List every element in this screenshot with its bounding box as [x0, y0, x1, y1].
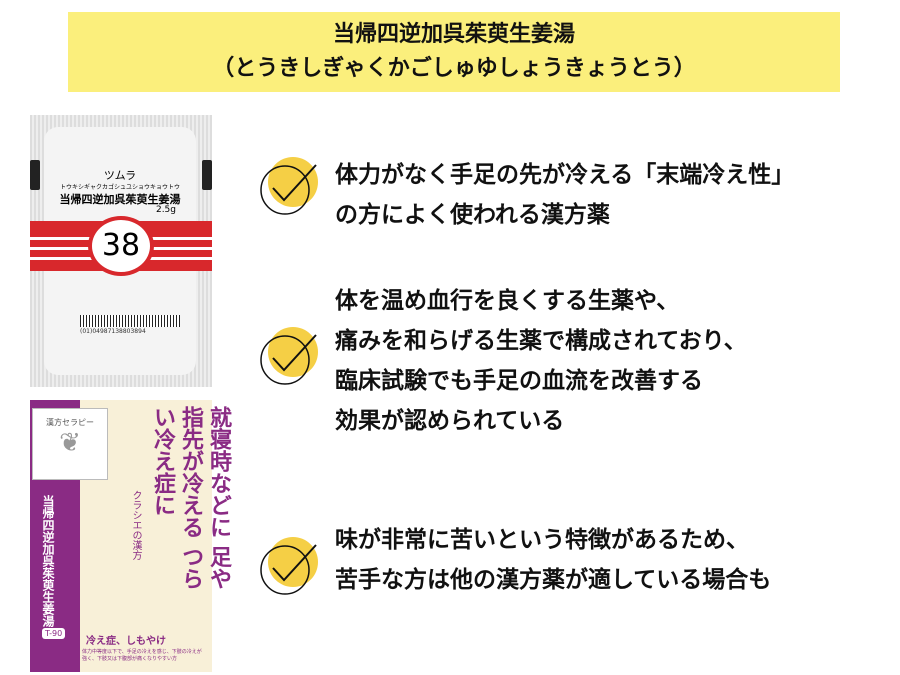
box-code: T-90	[42, 628, 66, 639]
bullet-line: 痛みを和らげる生薬で構成されており、	[335, 328, 747, 354]
title-banner: 当帰四逆加呉茱萸生姜湯 （とうきしぎゃくかごしゅゆしょうきょうとう）	[68, 12, 840, 92]
box-side-name: 当帰四逆加呉茱萸生姜湯	[41, 495, 55, 627]
tsumura-pouch-image: ツムラ トウキシギャクカゴシュユショウキョウトウ 当帰四逆加呉茱萸生姜湯 2.5…	[30, 115, 212, 387]
bullet-3: 味が非常に苦いという特徴があるため、 苦手な方は他の漢方薬が適している場合も	[335, 520, 771, 600]
pouch-dose: 2.5g	[155, 205, 176, 215]
bullet-line: 味が非常に苦いという特徴があるため、	[335, 527, 749, 553]
pouch-kana: トウキシギャクカゴシュユショウキョウトウ	[59, 184, 180, 191]
check-icon	[260, 537, 318, 595]
bullet-1: 体力がなく手足の先が冷える「末端冷え性」 の方によく使われる漢方薬	[335, 155, 794, 235]
kracie-box-image: 漢方セラピー❦ 当帰四逆加呉茱萸生姜湯 T-90 就寝時などに 足や指先が冷える…	[30, 400, 231, 672]
bullet-line: 苦手な方は他の漢方薬が適している場合も	[335, 567, 772, 593]
bullet-line: 体を温め血行を良くする生薬や、	[335, 288, 680, 314]
pouch-number: 38	[88, 216, 154, 276]
bullet-line: の方によく使われる漢方薬	[335, 202, 610, 228]
title-reading: （とうきしぎゃくかごしゅゆしょうきょうとう）	[212, 56, 696, 81]
box-indication: 冷え症、しもやけ	[86, 636, 166, 647]
barcode-number: (01)04987138803894	[80, 328, 146, 335]
box-headline: 就寝時などに 足や指先が冷える つらい冷え症に	[150, 406, 231, 590]
title-main: 当帰四逆加呉茱萸生姜湯	[332, 22, 575, 47]
bullet-line: 臨床試験でも手足の血流を改善する	[335, 368, 703, 394]
check-icon	[260, 157, 318, 215]
check-icon	[260, 327, 318, 385]
bullet-line: 効果が認められている	[335, 408, 565, 434]
pouch-maker: ツムラ	[103, 169, 137, 182]
bullet-2: 体を温め血行を良くする生薬や、 痛みを和らげる生薬で構成されており、 臨床試験で…	[335, 281, 747, 441]
box-sub: クラシエの漢方	[130, 490, 141, 560]
bullet-line: 体力がなく手足の先が冷える「末端冷え性」	[335, 162, 795, 188]
box-brand-logo: 漢方セラピー❦	[32, 408, 108, 480]
box-description: 体力中等度以下で、手足の冷えを感じ、下肢の冷えが強く、下肢又は下腹部が痛くなりや…	[82, 649, 202, 662]
pouch-name: 当帰四逆加呉茱萸生姜湯	[59, 193, 181, 206]
barcode	[80, 315, 180, 327]
